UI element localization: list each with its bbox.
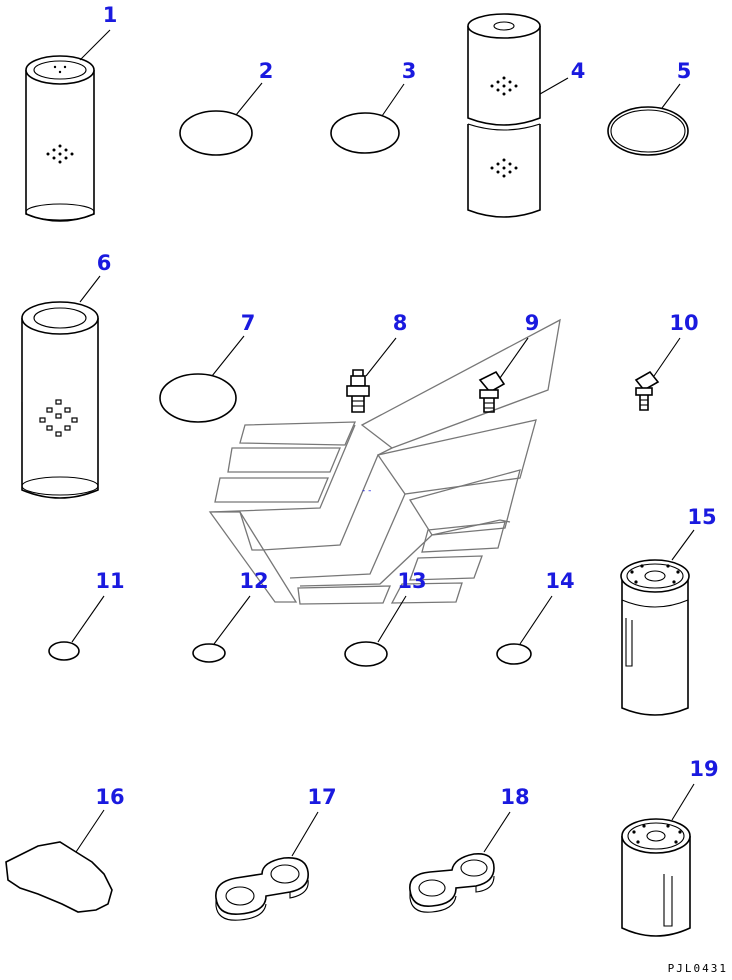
callout-10: 10 — [669, 311, 698, 335]
part-13-o-ring — [344, 641, 388, 667]
drawing-code: PJL0431 — [668, 962, 728, 975]
logo-watermark: - - — [208, 318, 561, 605]
callout-6: 6 — [97, 251, 112, 275]
part-7-o-ring — [159, 373, 237, 423]
callout-13: 13 — [397, 569, 426, 593]
callout-3: 3 — [402, 59, 417, 83]
callout-9: 9 — [525, 311, 540, 335]
callout-11: 11 — [95, 569, 124, 593]
part-4-filter-element-set — [467, 13, 541, 218]
callout-2: 2 — [259, 59, 274, 83]
part-5-o-ring — [607, 106, 689, 156]
callout-8: 8 — [393, 311, 408, 335]
callout-18: 18 — [500, 785, 529, 809]
callout-7: 7 — [241, 311, 256, 335]
part-18-filter-wrench — [409, 852, 495, 913]
callout-17: 17 — [307, 785, 336, 809]
callout-19: 19 — [689, 757, 718, 781]
part-11-o-ring — [48, 641, 80, 661]
callout-12: 12 — [239, 569, 268, 593]
part-6-filter-element — [21, 301, 99, 499]
callout-1: 1 — [103, 3, 118, 27]
part-8-straight-fitting — [346, 369, 370, 413]
callout-14: 14 — [545, 569, 574, 593]
callout-4: 4 — [571, 59, 586, 83]
part-19-spin-on-filter — [621, 818, 691, 937]
svg-text:- -: - - — [362, 486, 371, 496]
callout-15: 15 — [687, 505, 716, 529]
part-3-o-ring — [330, 112, 400, 154]
part-14-o-ring — [496, 643, 532, 665]
part-9-elbow-fitting — [478, 370, 506, 413]
callout-5: 5 — [677, 59, 692, 83]
part-1-filter-element — [25, 55, 95, 222]
part-17-filter-wrench — [215, 856, 309, 921]
callout-16: 16 — [95, 785, 124, 809]
part-2-o-ring — [179, 110, 253, 156]
part-15-spin-on-filter — [620, 559, 690, 716]
part-10-elbow-fitting — [634, 370, 660, 411]
part-12-o-ring — [192, 643, 226, 663]
part-16-gasket — [5, 841, 113, 913]
